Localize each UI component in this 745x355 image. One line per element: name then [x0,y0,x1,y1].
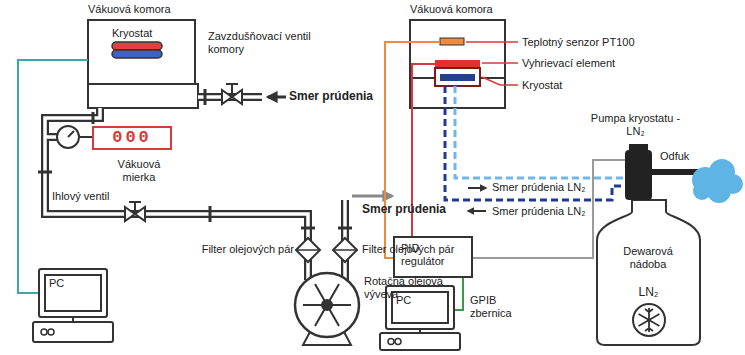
right-chamber [440,38,464,45]
left-chamber [88,20,195,84]
dewar-vessel: Dewarová nádobaLN₂ [597,200,700,345]
flow-label: Smer prúdenia [289,90,373,103]
part-label: Filter olejových pár [186,243,294,256]
chamber-heading: Vákuová komora [410,3,520,16]
right-chamber [435,60,480,67]
leader-line [482,77,518,85]
valve-symbol [125,84,242,221]
dewar-text: Dewarová nádoba [608,245,688,271]
gpib-bus [455,278,463,310]
vacuum-pipe [38,89,352,280]
valve-symbol [226,84,238,97]
part-label: Zavzdušňovací ventil komory [208,30,326,56]
flow-arrow [268,97,486,211]
vacuum-pipe [45,108,308,280]
left-chamber [112,50,162,58]
wire [410,41,440,43]
part-label: Filter olejových pár [362,243,454,256]
sensor-wire [385,42,410,258]
gauge-reading: 000 [94,128,170,148]
filter-symbol [296,238,357,262]
flow-arrow [268,96,286,99]
dewar [597,200,700,345]
ln2-line [445,86,625,200]
left-chamber [112,42,162,50]
right-chamber [410,20,505,108]
filter-symbol [333,249,357,251]
pc-base [48,329,54,335]
pc-base [395,339,401,345]
gauge-symbol [57,126,92,148]
wire [410,42,625,258]
exhaust-cloud [692,159,743,203]
flow-arrow [468,210,486,212]
right-chamber [435,68,480,86]
wire [412,64,435,108]
part-label: Kryostat [522,79,562,92]
flow-label: Smer prúdenia [362,203,446,216]
cryostat-pump [625,150,652,200]
part-label: Rotačná olejová výveva [364,275,459,301]
ln2-line [455,86,625,178]
flow-label: Smer prúdenia LN₂ [492,181,586,194]
part-label: Odfuk [660,150,689,163]
rotary-pump [321,299,333,311]
vacuum-pipe [45,133,57,141]
filter-symbol [333,238,357,262]
vacuum-pipe [45,108,308,280]
valve-symbol [129,202,141,214]
pc-text: PC [49,277,64,290]
pc-base [33,322,113,342]
pc-monitor: PC [38,268,108,318]
ln2-text: LN₂ [597,286,700,299]
gauge-heading: Vákuová mierka [104,158,174,184]
part-label: Kryostat [112,27,152,40]
pc-base [388,339,394,345]
cryostat-pump [652,169,700,175]
flow-label: Smer prúdenia LN₂ [492,205,586,218]
vacuum-pipe [38,89,352,228]
ln2-line [445,86,625,200]
part-label: Ihlový ventil [52,190,109,203]
rotary-pump [303,284,351,326]
bus-label: GPIB zbernica [470,294,520,320]
gauge-symbol [68,131,92,137]
leader-line [466,42,518,85]
pc-base [41,329,47,335]
pc-text: PC [396,294,411,307]
cryostat-pump [625,144,700,200]
filter-symbol [296,238,320,262]
exhaust-cloud [693,182,711,200]
left-chamber [88,20,198,108]
part-label: Vyhrievací element [522,57,615,70]
dewar [597,200,700,345]
heater-wire [411,108,413,236]
rotary-pump [295,273,359,337]
part-label: Pumpa kryostatu - LN₂ [588,112,683,138]
dewar [639,308,660,332]
leader-line [466,41,518,43]
pc-base [380,333,460,350]
pc-base [73,318,420,333]
gauge-display: 000Vákuová mierka [92,126,172,150]
pid-box: PID regulátor [393,236,473,278]
data-cable [18,60,88,293]
vacuum-pipe [45,135,57,139]
left-chamber [88,84,198,108]
part-label: Teplotný senzor PT100 [522,36,635,49]
right-chamber [440,74,475,81]
vacuum-chamber: Vákuová komora [410,20,505,108]
chamber-heading: Vákuová komora [88,3,198,16]
filter-symbol [296,249,320,251]
leader-line [482,62,518,64]
dewar [633,304,665,336]
flow-arrow [468,187,486,189]
rotary-pump [295,273,359,345]
